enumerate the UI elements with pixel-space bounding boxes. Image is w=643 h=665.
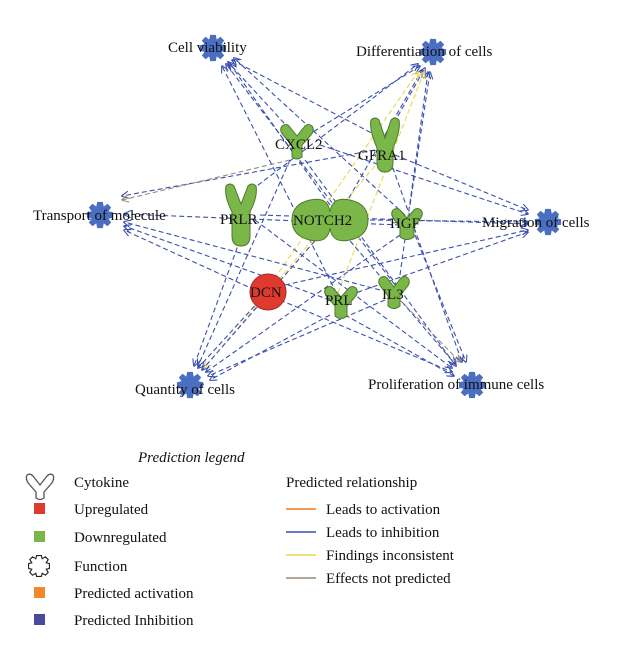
legend-item-predicted-inhibition: Predicted Inhibition bbox=[74, 613, 194, 629]
edge-prl-cellviability bbox=[222, 66, 341, 301]
edge-prl-prolif bbox=[344, 314, 454, 376]
edge-il3-quantity bbox=[208, 299, 386, 376]
prlr-node bbox=[225, 183, 257, 247]
function-label-cell-viability: Cell viability bbox=[168, 40, 247, 56]
function-label-quantity: Quantity of cells bbox=[135, 382, 235, 398]
edge-prlr-quantity bbox=[194, 239, 241, 366]
edge-cxcl2-quantity bbox=[198, 159, 291, 366]
legend-item-upregulated: Upregulated bbox=[74, 502, 149, 518]
prl-node bbox=[324, 286, 358, 319]
edge-cxcl2-transport bbox=[122, 159, 291, 200]
function-legend-icon bbox=[28, 555, 50, 577]
gene-nodes bbox=[225, 117, 423, 319]
edge-cxcl2-diff bbox=[299, 66, 420, 141]
legend-item-function: Function bbox=[74, 559, 128, 575]
edge-prl-transport bbox=[124, 226, 331, 301]
edge-hgf-cellviability bbox=[234, 58, 406, 216]
gene-label-gfra1: GFRA1 bbox=[358, 148, 406, 164]
gfra1-node bbox=[370, 117, 400, 173]
edge-il3-prolif bbox=[399, 299, 460, 362]
edge-dcn-diff bbox=[269, 72, 418, 286]
edge-notch2-diff bbox=[344, 70, 422, 206]
edge-hgf-diff bbox=[409, 72, 430, 206]
edge-gfra1-cellviability bbox=[232, 60, 386, 141]
edge-prlr-diff bbox=[244, 64, 418, 196]
legend-title: Prediction legend bbox=[137, 450, 245, 466]
cytokine-icon bbox=[25, 473, 55, 501]
legend: Prediction legend Cytokine Upregulated D… bbox=[25, 450, 455, 629]
edge-cxcl2-cellviability bbox=[228, 62, 296, 136]
legend-item-cytokine: Cytokine bbox=[74, 475, 129, 491]
edge-il3-cellviability bbox=[226, 64, 396, 286]
edge-gfra1-transport bbox=[122, 149, 376, 196]
gene-label-notch2: NOTCH2 bbox=[293, 213, 352, 229]
predicted-inhibition-swatch bbox=[34, 614, 45, 625]
legend-item-predicted-activation: Predicted activation bbox=[74, 586, 194, 602]
gene-label-il3: IL3 bbox=[382, 287, 404, 303]
function-label-transport: Transport of molecule bbox=[33, 208, 166, 224]
legend-rel-inconsistent: Findings inconsistent bbox=[326, 548, 455, 564]
dcn-node bbox=[249, 273, 287, 311]
predicted-activation-swatch bbox=[34, 587, 45, 598]
edge-hgf-transport bbox=[124, 214, 401, 226]
edge-hgf-prolif bbox=[414, 234, 466, 362]
il3-node bbox=[378, 276, 410, 309]
edge-prl-migration bbox=[349, 232, 528, 296]
legend-rel-inhibition: Leads to inhibition bbox=[326, 525, 440, 541]
cxcl2-node bbox=[280, 124, 314, 160]
gene-label-hgf: HGF bbox=[390, 216, 420, 232]
edge-il3-diff bbox=[399, 72, 428, 276]
function-label-proliferation: Proliferation of immune cells bbox=[368, 377, 544, 393]
legend-item-downregulated: Downregulated bbox=[74, 530, 167, 546]
edge-dcn-transport bbox=[124, 230, 256, 291]
upregulated-swatch bbox=[34, 503, 45, 514]
edge-dcn-quantity bbox=[198, 299, 261, 368]
gene-label-dcn: DCN bbox=[250, 285, 282, 301]
function-label-differentiation: Differentiation of cells bbox=[356, 44, 493, 60]
hgf-node bbox=[391, 208, 423, 240]
legend-rel-not-predicted: Effects not predicted bbox=[326, 571, 451, 587]
edge-notch2-cellviability bbox=[230, 64, 331, 206]
edge-cxcl2-migration bbox=[319, 144, 528, 214]
function-label-migration: Migration of cells bbox=[482, 215, 590, 231]
edge-dcn-prolif bbox=[279, 299, 452, 372]
downregulated-swatch bbox=[34, 531, 45, 542]
legend-rel-activation: Leads to activation bbox=[326, 502, 441, 518]
gene-label-prl: PRL bbox=[325, 293, 353, 309]
gene-label-prlr: PRLR bbox=[220, 212, 258, 228]
gene-label-cxcl2: CXCL2 bbox=[275, 137, 323, 153]
edge-prl-diff bbox=[334, 72, 424, 301]
edge-prl-quantity bbox=[210, 314, 331, 380]
legend-relationship-title: Predicted relationship bbox=[286, 475, 417, 491]
notch2-node bbox=[291, 198, 369, 242]
edge-dcn-migration bbox=[284, 230, 528, 286]
